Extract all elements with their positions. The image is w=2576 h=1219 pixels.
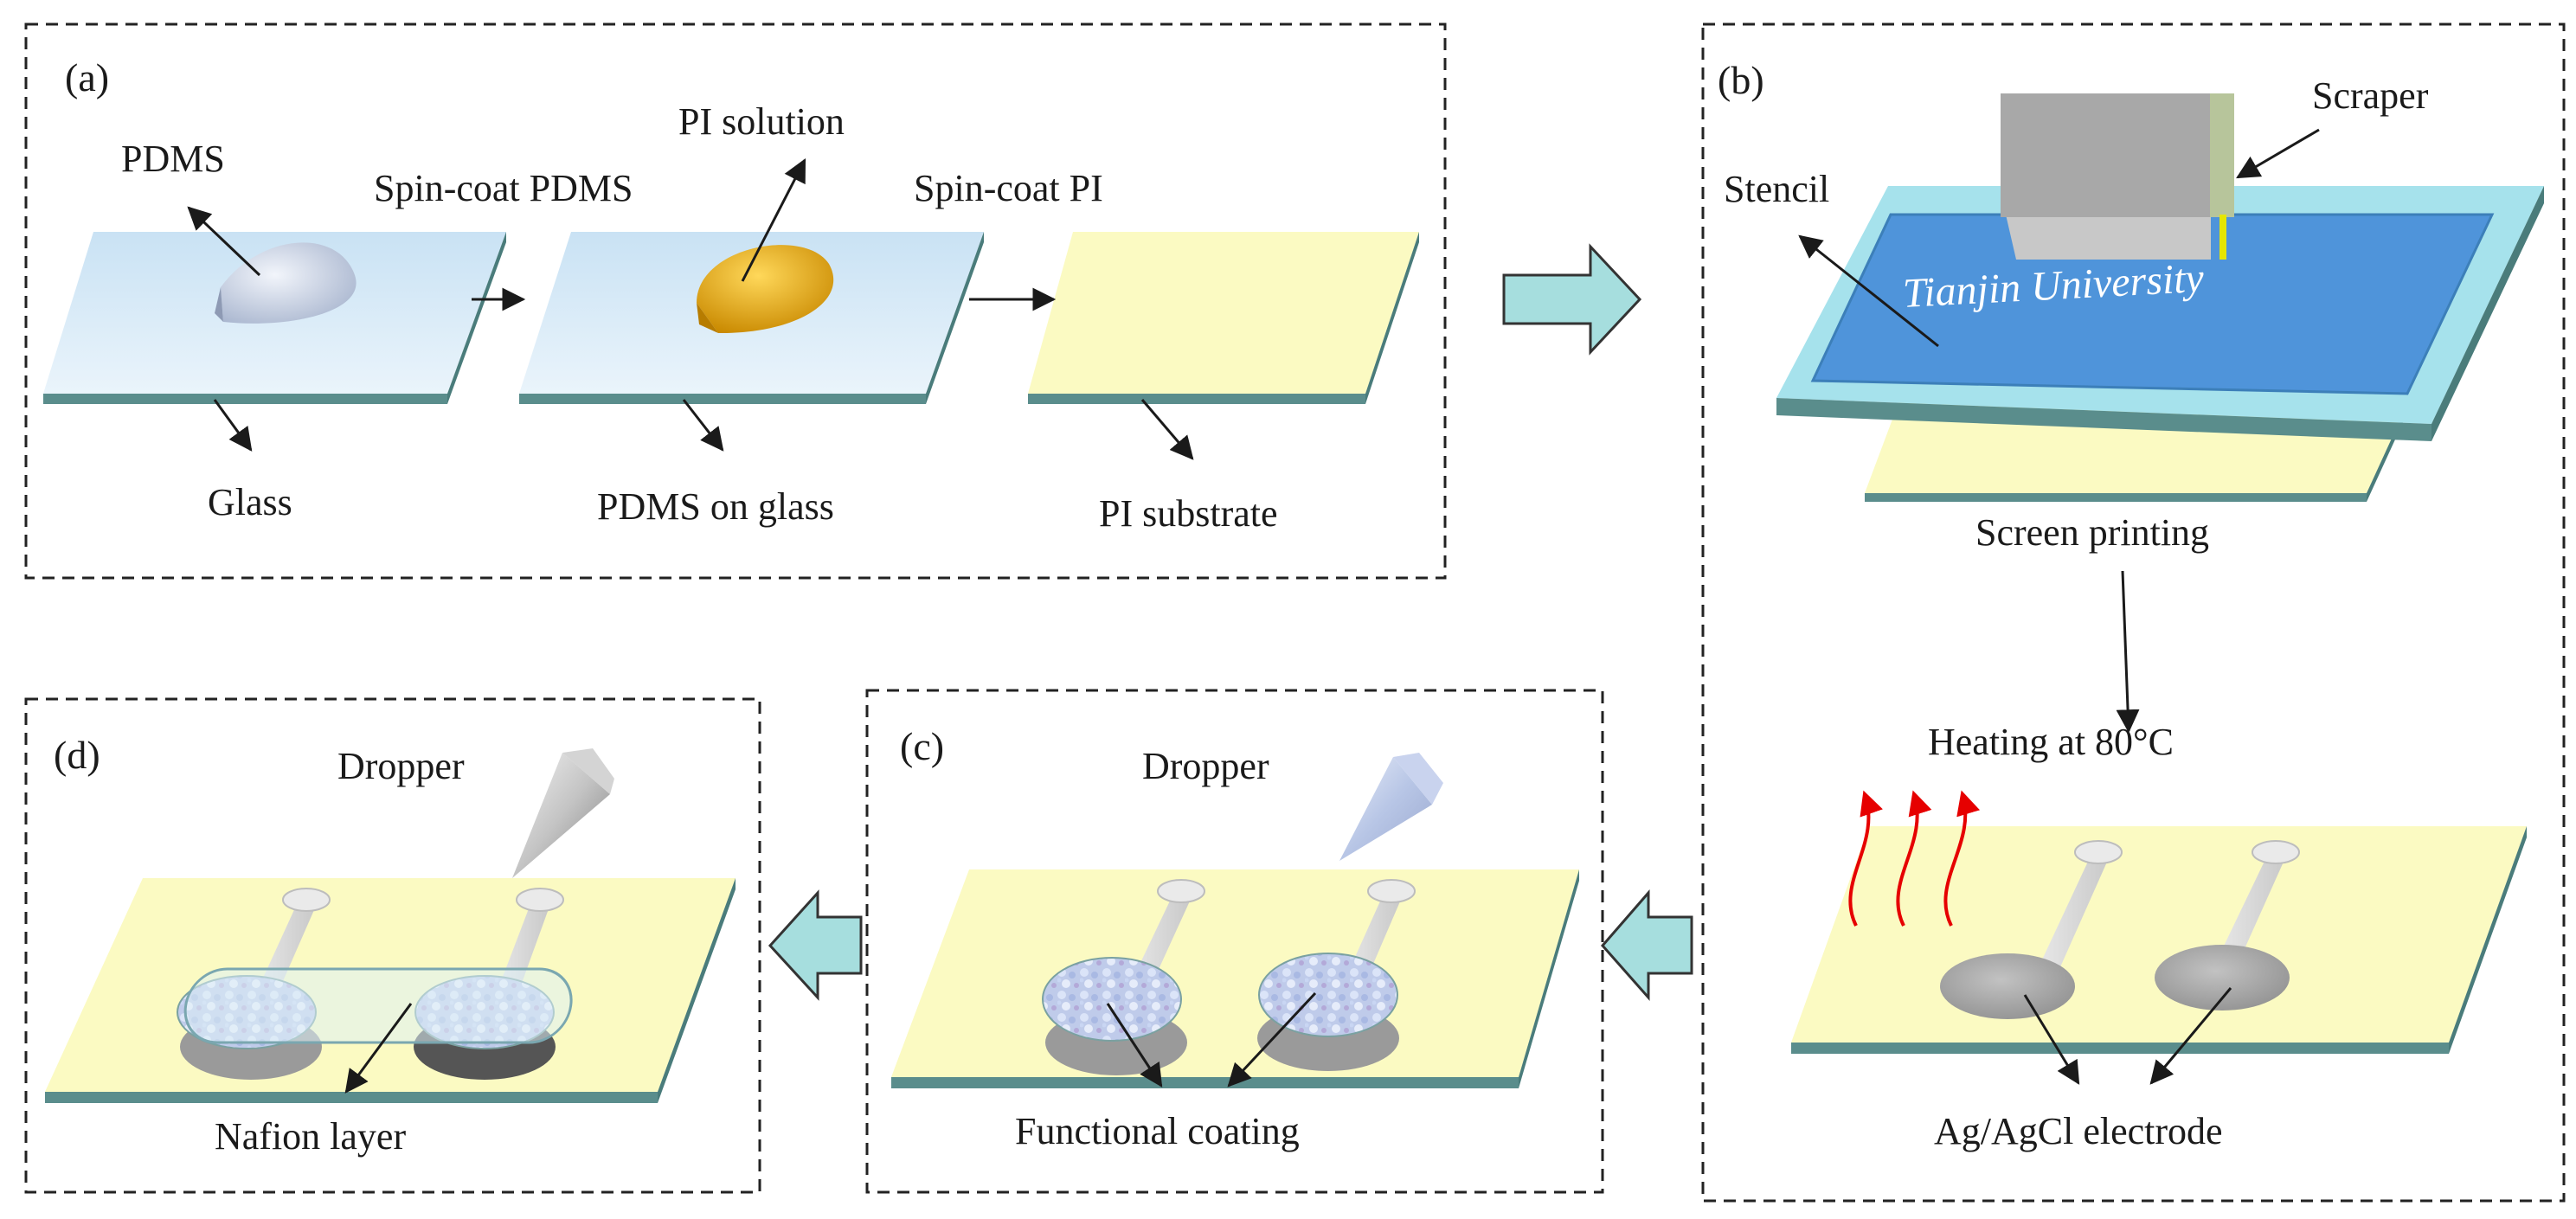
printing-to-heating-arrow: [2116, 570, 2140, 734]
panel-c-label: (c): [900, 724, 944, 768]
pdms-drop: [215, 242, 357, 324]
pdms-pointer: [187, 206, 261, 277]
stencil-pointer: [1798, 234, 1939, 348]
electrode-substrate: [1791, 826, 2527, 1043]
block-arrow-b-to-c: [1601, 889, 1693, 1001]
panel-a: (a): [24, 22, 1447, 580]
electrode-label: Ag/AgCl electrode: [1934, 1110, 2223, 1152]
scraper: [2001, 93, 2234, 260]
panel-a-label: (a): [65, 55, 109, 99]
scraper-label: Scraper: [2312, 74, 2429, 117]
electrode-pointer-1: [2023, 994, 2080, 1085]
panel-d-frame: [24, 697, 761, 1194]
pi-substrate-slab: [1028, 232, 1419, 404]
pi-solution-drop: [697, 245, 834, 334]
glass-label: Glass: [208, 481, 292, 523]
coating-pointer-1: [1106, 1003, 1163, 1087]
glass-pointer: [213, 399, 253, 452]
panel-c-frame: [865, 689, 1604, 1194]
pdms-on-glass-pointer: [682, 399, 724, 452]
nafion-layer-label: Nafion layer: [215, 1115, 406, 1158]
screen-printing-label: Screen printing: [1975, 511, 2209, 554]
panel-d-label: (d): [54, 733, 100, 777]
dropper-label-c: Dropper: [1142, 745, 1269, 787]
scraper-pointer: [2236, 128, 2320, 179]
pi-substrate-label: PI substrate: [1099, 492, 1278, 535]
coating-substrate: [891, 869, 1579, 1077]
functional-coating-label: Functional coating: [1015, 1110, 1300, 1152]
ag-agcl-electrode-2: [2155, 840, 2300, 1010]
heating-label: Heating at 80°C: [1928, 721, 2174, 763]
spin-coat-pdms-label: Spin-coat PDMS: [374, 167, 633, 209]
stencil-label: Stencil: [1724, 168, 1829, 210]
dropper-c: [1339, 757, 1432, 861]
panel-b-label: (b): [1718, 58, 1764, 102]
ag-agcl-electrode-1: [1940, 840, 2123, 1019]
spin-coat-pi-label: Spin-coat PI: [914, 167, 1103, 209]
nafion-pointer: [344, 1003, 413, 1094]
panel-a-frame: [24, 22, 1447, 580]
panel-b-frame: [1701, 22, 2566, 1203]
stencil: Tianjin University: [1776, 186, 2544, 441]
block-arrow-a-to-b: [1502, 243, 1642, 356]
pi-solution-label: PI solution: [678, 100, 845, 143]
heat-arrows: [1848, 790, 1981, 927]
pi-substrate-pointer: [1140, 399, 1194, 460]
panel-c: (c) Dropper Functional coating: [865, 689, 1604, 1194]
pi-solution-pointer: [741, 157, 806, 282]
electrode-pointer-2: [2149, 987, 2232, 1085]
panel-b: (b) Tianjin University Scraper Stencil S…: [1701, 22, 2566, 1203]
dropper-d: [512, 753, 610, 878]
pdms-label: PDMS: [121, 138, 225, 180]
panel-d: (d) Dropper Nafion layer: [24, 697, 761, 1194]
coated-electrode-2: [1257, 879, 1416, 1071]
coating-pointer-2: [1227, 991, 1317, 1087]
coated-electrode-1: [1042, 879, 1205, 1075]
dropper-label-d: Dropper: [337, 745, 465, 787]
pdms-on-glass-label: PDMS on glass: [597, 485, 834, 528]
block-arrow-c-to-d: [768, 889, 863, 1001]
nafion-layer: [183, 967, 573, 1044]
